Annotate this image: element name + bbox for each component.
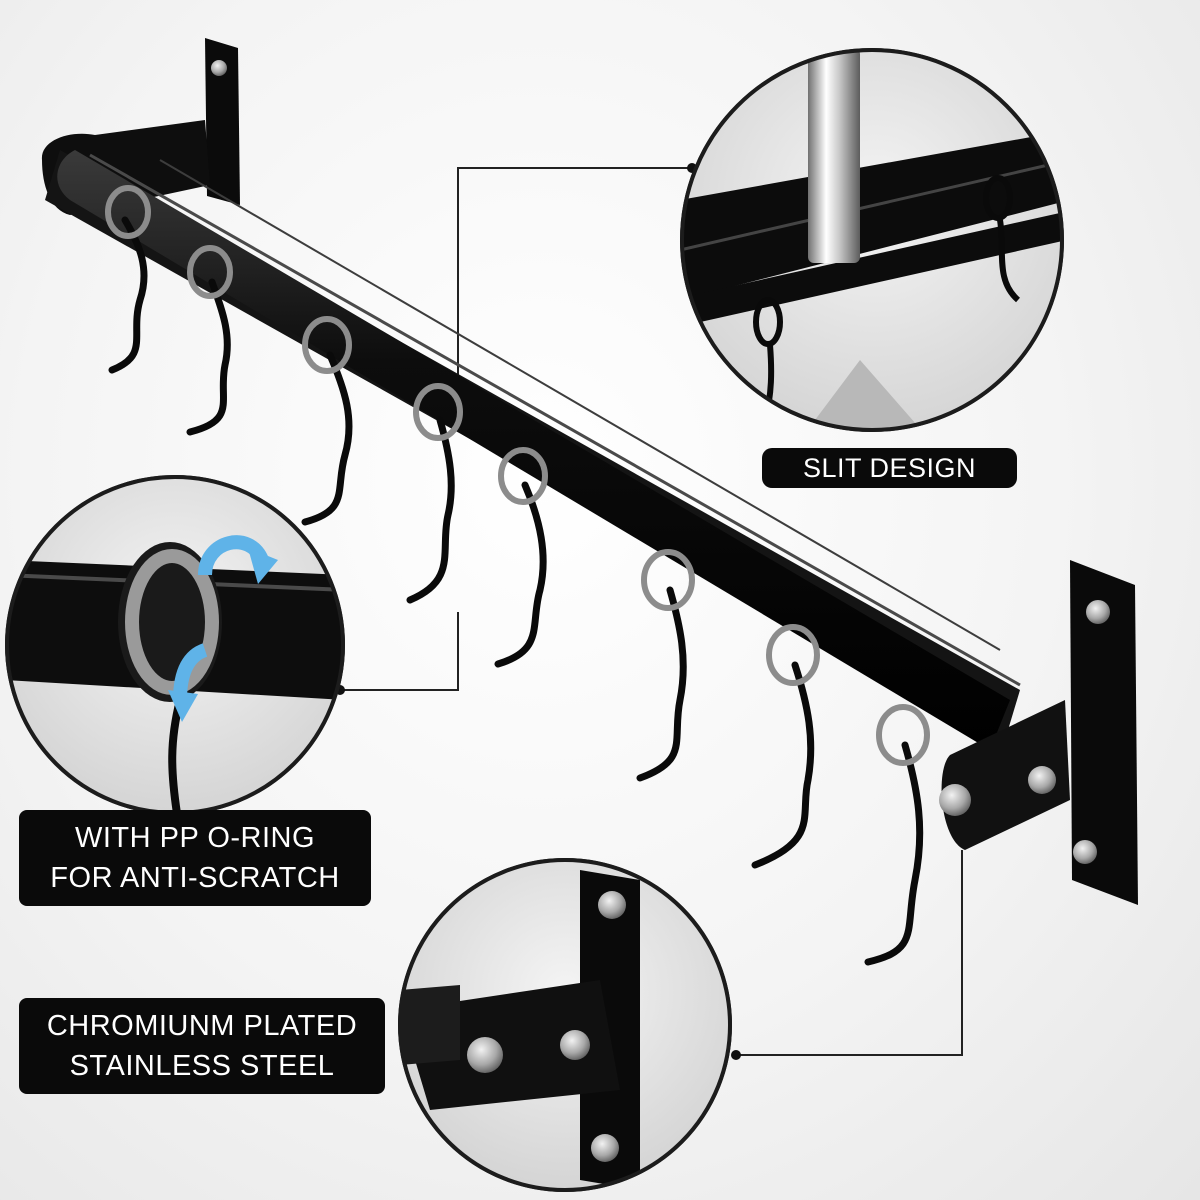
hook — [105, 185, 151, 374]
screw-icon — [1086, 600, 1110, 624]
hook — [864, 704, 930, 966]
screw-icon — [467, 1037, 503, 1073]
callout-dot — [731, 1050, 741, 1060]
right-wall-bracket — [939, 560, 1138, 905]
callout-lines — [340, 167, 963, 1056]
oring-detail-circle — [5, 475, 345, 815]
slit-design-label: SLIT DESIGN — [762, 448, 1017, 488]
hook — [494, 447, 548, 668]
oring-label-line2: FOR ANTI-SCRATCH — [50, 862, 340, 894]
steel-label-line2: STAINLESS STEEL — [69, 1050, 335, 1082]
screw-icon — [560, 1030, 590, 1060]
screw-icon — [1028, 766, 1056, 794]
slit-detail-circle — [680, 48, 1064, 432]
steel-label-line1: CHROMIUNM PLATED — [46, 1010, 358, 1042]
screw-icon — [1073, 840, 1097, 864]
oring-label-line1: WITH PP O-RING — [74, 822, 316, 854]
screw-icon — [598, 891, 626, 919]
hook — [751, 624, 820, 869]
screw-icon — [211, 60, 227, 76]
steel-detail-circle — [398, 858, 732, 1192]
hook — [406, 383, 463, 604]
circular-arrow-icon — [168, 535, 278, 722]
slit-design-text: SLIT DESIGN — [802, 452, 977, 483]
steel-label: CHROMIUNM PLATED STAINLESS STEEL — [19, 998, 385, 1094]
hook — [301, 316, 353, 526]
screw-icon — [939, 784, 971, 816]
hook — [186, 245, 233, 436]
oring-label: WITH PP O-RING FOR ANTI-SCRATCH — [19, 810, 371, 906]
hook — [636, 549, 695, 782]
screw-icon — [591, 1134, 619, 1162]
hook-row — [105, 185, 930, 966]
